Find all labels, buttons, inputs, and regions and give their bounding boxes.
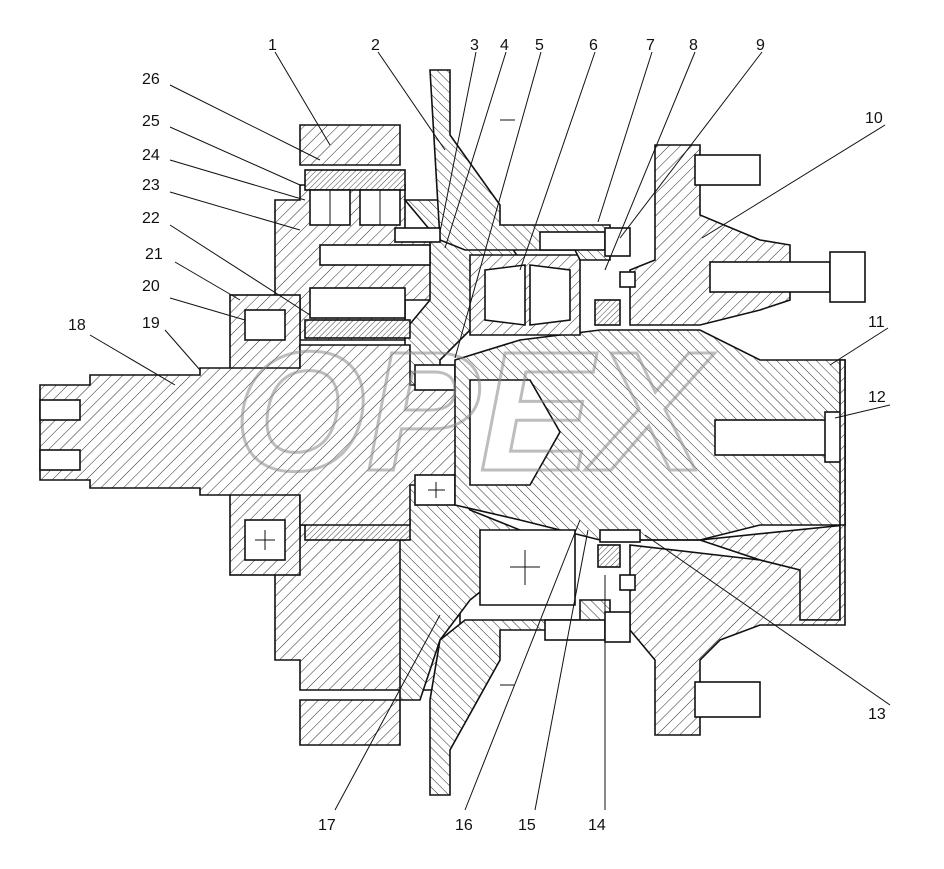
- watermark-logo: OPEX: [232, 316, 716, 509]
- callout-5: 5: [535, 37, 544, 54]
- callout-16: 16: [455, 817, 473, 834]
- callout-10: 10: [865, 110, 883, 127]
- output-shaft: [454, 329, 846, 541]
- center-lines: [500, 119, 515, 686]
- housing-right: [629, 144, 866, 736]
- callout-21: 21: [145, 246, 163, 263]
- callout-9: 9: [756, 37, 765, 54]
- callout-18: 18: [68, 317, 86, 334]
- callout-4: 4: [500, 37, 509, 54]
- callout-22: 22: [142, 210, 160, 227]
- callout-3: 3: [470, 37, 479, 54]
- callout-20: 20: [142, 278, 160, 295]
- callout-7: 7: [646, 37, 655, 54]
- callout-2: 2: [371, 37, 380, 54]
- callout-11: 11: [868, 314, 885, 331]
- leader-lines: [89, 51, 891, 811]
- callout-13: 13: [868, 706, 886, 723]
- callout-1: 1: [268, 37, 277, 54]
- callout-23: 23: [142, 177, 160, 194]
- callout-17: 17: [318, 817, 336, 834]
- bearing-left: [229, 294, 301, 576]
- bearing-upper: [304, 169, 406, 226]
- callout-labels: 1 2 3 4 5 6 7 8 9 10 11 12 13 14 15 16 1…: [68, 37, 886, 834]
- pin-23: [319, 244, 431, 266]
- callout-6: 6: [589, 37, 598, 54]
- callout-25: 25: [142, 113, 160, 130]
- callout-24: 24: [142, 147, 160, 164]
- callout-15: 15: [518, 817, 536, 834]
- callout-19: 19: [142, 315, 160, 332]
- callout-8: 8: [689, 37, 698, 54]
- seals: [594, 271, 641, 591]
- roller-bearing-6: [469, 254, 581, 606]
- callout-12: 12: [868, 389, 886, 406]
- callout-14: 14: [588, 817, 606, 834]
- svg-text:OPEX: OPEX: [234, 317, 715, 507]
- callout-26: 26: [142, 71, 160, 88]
